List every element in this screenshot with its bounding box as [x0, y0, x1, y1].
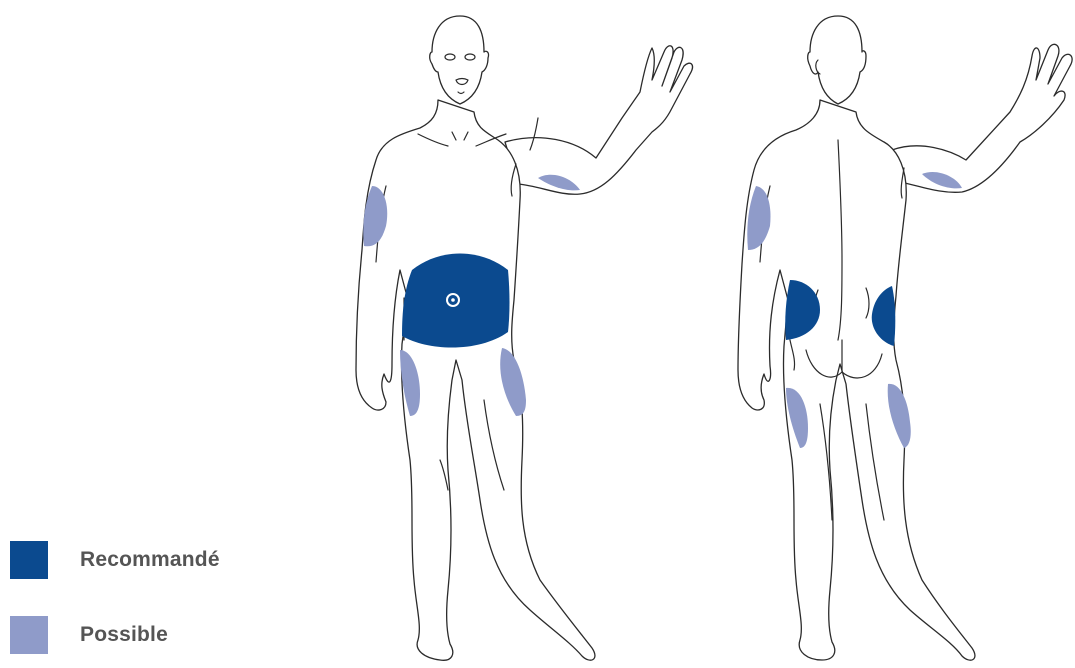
front-head — [430, 16, 489, 104]
front-raised-arm — [505, 46, 692, 195]
back-raised-arm — [892, 44, 1072, 192]
back-head — [808, 16, 866, 104]
legend-swatch-recommended — [10, 541, 48, 579]
front-abdomen-recommended-zone — [402, 254, 510, 348]
front-body-figure — [356, 16, 692, 660]
legend-item-recommended: Recommandé — [10, 541, 220, 579]
back-body-figure — [738, 16, 1072, 660]
legend-swatch-possible — [10, 616, 48, 654]
legend-item-possible: Possible — [10, 616, 168, 654]
legend-label-possible: Possible — [80, 623, 168, 647]
legend-label-recommended: Recommandé — [80, 548, 220, 572]
